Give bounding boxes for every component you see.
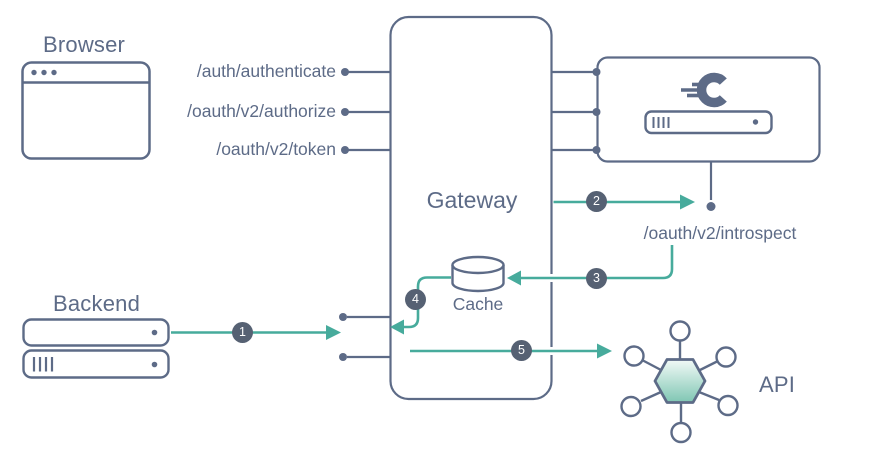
api-icon xyxy=(620,320,739,444)
endpoint-label-authenticate: /auth/authenticate xyxy=(196,61,336,81)
introspect-endpoint-connector xyxy=(706,162,716,211)
endpoint-label-token: /oauth/v2/token xyxy=(216,139,336,159)
step-badge-1: 1 xyxy=(232,322,253,343)
api-label: API xyxy=(759,372,796,397)
step-badge-2: 2 xyxy=(586,191,607,212)
gateway-box xyxy=(389,15,553,401)
gateway-label: Gateway xyxy=(426,187,518,213)
cache-icon xyxy=(451,255,505,293)
browser-endpoint-connectors xyxy=(341,68,390,154)
browser-icon xyxy=(21,61,151,160)
cache-label: Cache xyxy=(452,294,504,314)
flow-arrow-1 xyxy=(171,325,341,340)
flow-arrow-5 xyxy=(410,343,612,359)
flow-arrow-2 xyxy=(553,194,695,210)
gateway-identity-connectors xyxy=(552,68,601,154)
identity-server-box xyxy=(596,56,821,163)
introspect-endpoint-label: /oauth/v2/introspect xyxy=(643,223,797,243)
backend-servers-icon xyxy=(22,318,170,379)
backend-gateway-connectors xyxy=(339,313,390,361)
step-badge-3: 3 xyxy=(586,268,607,289)
curity-logo-icon xyxy=(681,72,727,108)
flow-arrow-3 xyxy=(507,245,676,286)
identity-server-bar-icon xyxy=(644,110,773,135)
step-badge-4: 4 xyxy=(405,289,426,310)
browser-label: Browser xyxy=(43,32,126,57)
step-badge-5: 5 xyxy=(511,340,532,361)
backend-label: Backend xyxy=(53,291,141,316)
endpoint-label-authorize: /oauth/v2/authorize xyxy=(187,101,336,121)
